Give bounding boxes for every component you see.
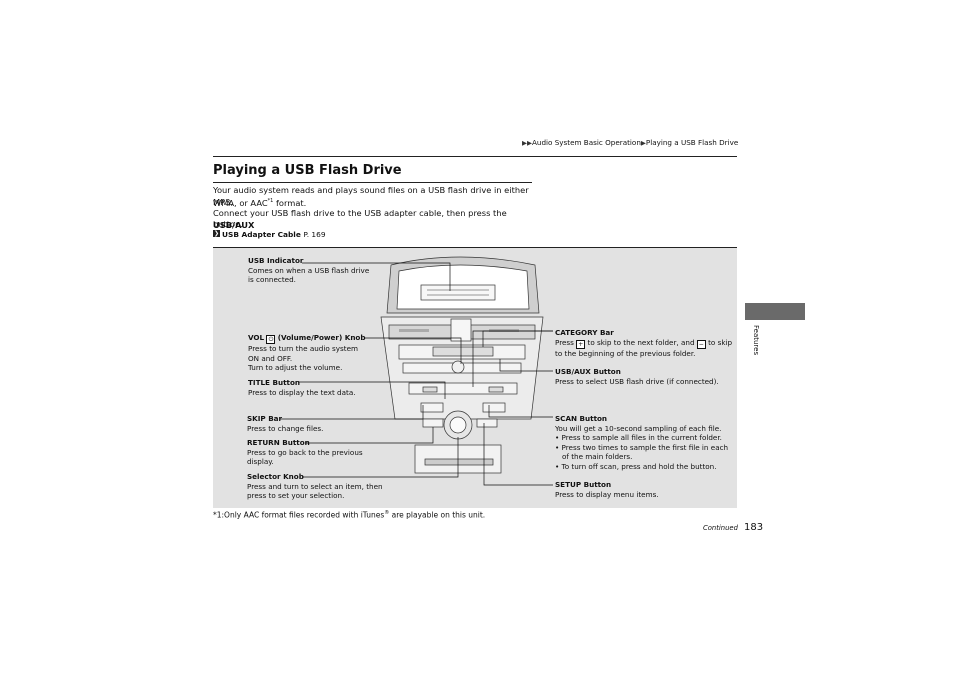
leader-category-bar-2	[472, 330, 553, 387]
leader-usb-indicator	[302, 262, 451, 291]
breadcrumb-separator-icon: ▶	[640, 139, 646, 147]
page-title: Playing a USB Flash Drive	[213, 163, 402, 178]
breadcrumb-part1[interactable]: Audio System Basic Operation	[532, 138, 641, 147]
breadcrumb: ▶▶Audio System Basic Operation▶Playing a…	[522, 138, 738, 147]
selector-knob-label: Selector Knob Press and turn to select a…	[247, 472, 383, 501]
leader-selector-knob	[302, 437, 459, 478]
intro-line-4: button.	[213, 219, 244, 229]
xref-link[interactable]: USB Adapter Cable P. 169	[222, 230, 326, 239]
vol-knob-label: VOL ⏻ (Volume/Power) Knob Press to turn …	[248, 333, 366, 373]
intro-line-3: Connect your USB flash drive to the USB …	[213, 208, 507, 230]
minus-icon: −	[696, 339, 706, 349]
scan-button-label: SCAN Button You will get a 10-second sam…	[555, 414, 729, 471]
plus-icon: +	[576, 339, 586, 349]
leader-usb-aux-button	[499, 359, 553, 372]
leader-scan-button	[488, 405, 553, 418]
breadcrumb-part2[interactable]: Playing a USB Flash Drive	[645, 138, 739, 147]
usb-indicator-label: USB Indicator Comes on when a USB flash …	[248, 256, 370, 285]
leader-setup-button	[483, 423, 553, 486]
leader-vol-knob	[365, 337, 462, 364]
title-button-label: TITLE Button Press to display the text d…	[248, 378, 356, 397]
section-tab-label: Features	[752, 325, 760, 356]
leader-lines	[280, 262, 553, 486]
leader-return-button	[305, 427, 434, 444]
xref-arrow-icon: ❯	[213, 230, 220, 237]
leader-skip-bar	[280, 405, 424, 420]
footnote: *1:Only AAC format files recorded with i…	[213, 510, 486, 520]
audio-unit-diagram	[280, 256, 553, 486]
audio-unit-illustration	[380, 256, 544, 474]
header-rule	[213, 156, 737, 157]
category-bar-label: CATEGORY Bar Press + to skip to the next…	[555, 328, 733, 358]
skip-bar-label: SKIP Bar Press to change files.	[247, 414, 324, 433]
leader-title-button	[298, 381, 446, 399]
section-tab-marker[interactable]	[745, 303, 805, 320]
setup-button-label: SETUP Button Press to display menu items…	[555, 480, 659, 499]
breadcrumb-arrow-icon: ▶▶	[522, 139, 532, 147]
title-rule	[213, 182, 532, 183]
intro-line-2: WMA, or AAC*1 format.	[213, 197, 307, 208]
return-button-label: RETURN Button Press to go back to the pr…	[247, 438, 363, 467]
intro-line-1: Your audio system reads and plays sound …	[213, 185, 529, 207]
page-number: 183	[744, 522, 764, 533]
usb-aux-button-label: USB/AUX Button Press to select USB flash…	[555, 367, 719, 386]
continued-label: Continued	[703, 524, 738, 532]
power-icon: ⏻	[266, 335, 276, 344]
